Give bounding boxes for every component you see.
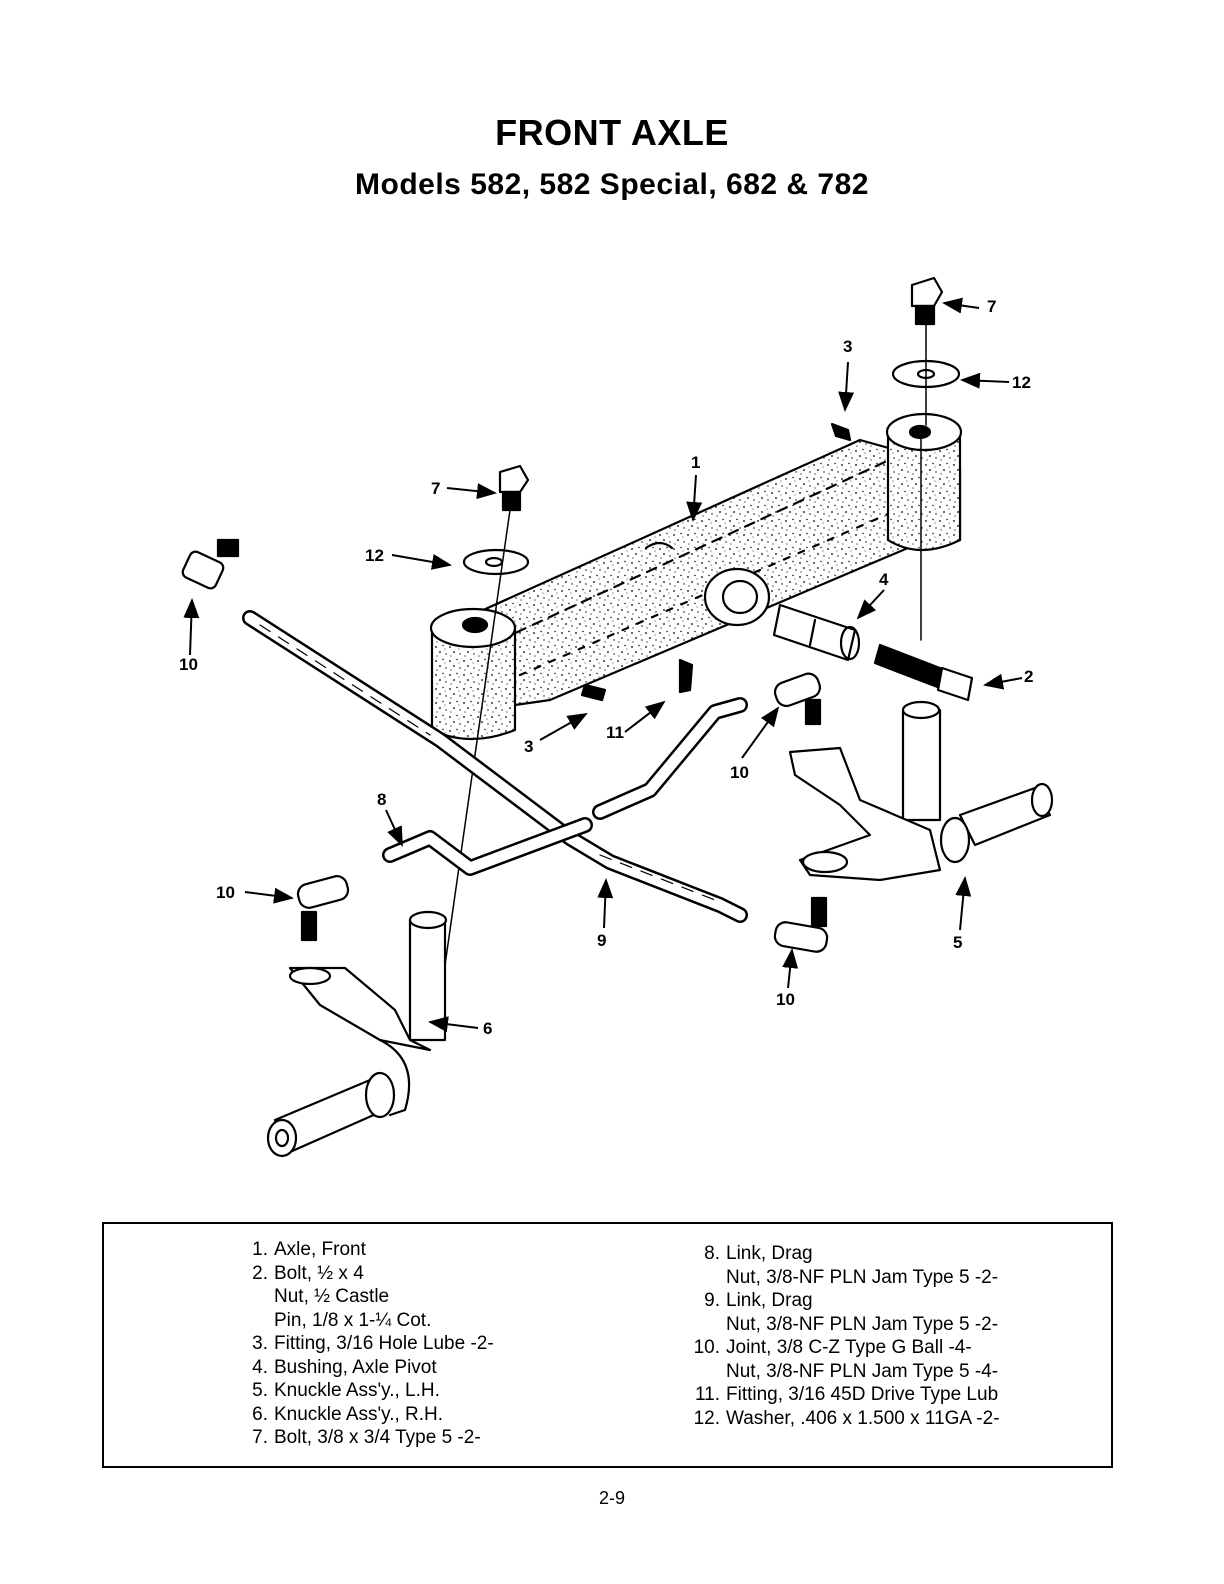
legend-item-subline: Nut, 3/8-NF PLN Jam Type 5 -4- bbox=[726, 1360, 999, 1382]
legend-item: 3. Fitting, 3/16 Hole Lube -2- bbox=[236, 1332, 494, 1356]
page-subtitle: Models 582, 582 Special, 682 & 782 bbox=[355, 168, 869, 201]
legend-item-text: Bushing, Axle Pivot bbox=[274, 1356, 437, 1378]
ball-joint-center bbox=[773, 672, 822, 726]
legend-item-subline: Nut, 3/8-NF PLN Jam Type 5 -2- bbox=[726, 1266, 999, 1288]
legend-item-text: Bolt, ½ x 4 bbox=[274, 1262, 364, 1284]
callout-10-lower-right: 10 bbox=[776, 990, 795, 1009]
callout-7-top: 7 bbox=[987, 297, 996, 316]
legend-item-subline: Nut, 3/8-NF PLN Jam Type 5 -2- bbox=[726, 1313, 999, 1335]
legend-item-number: 11. bbox=[694, 1384, 720, 1405]
legend-item-number: 2. bbox=[252, 1262, 268, 1284]
ball-joint-upper-left bbox=[181, 538, 240, 590]
knuckle-left-spindle bbox=[408, 918, 447, 1042]
legend-item-text: Link, Drag bbox=[726, 1243, 813, 1264]
axle-pivot-bolt bbox=[873, 643, 947, 690]
knuckle-right-axle bbox=[958, 786, 1052, 847]
right-axle-boss bbox=[886, 430, 962, 551]
callout-7-left: 7 bbox=[431, 479, 440, 498]
callout-1: 1 bbox=[691, 453, 700, 472]
legend-item-text: Link, Drag bbox=[726, 1290, 813, 1311]
callout-10-center: 10 bbox=[730, 763, 749, 782]
ball-joint-left bbox=[296, 875, 350, 942]
callout-10-upper-left: 10 bbox=[179, 655, 198, 674]
lube-fitting-center bbox=[678, 658, 694, 694]
legend-item: 11. Fitting, 3/16 45D Drive Type Lub bbox=[682, 1383, 1000, 1407]
legend-item-text: Bolt, 3/8 x 3/4 Type 5 -2- bbox=[274, 1427, 481, 1448]
legend-item-subline: Nut, ½ Castle bbox=[274, 1286, 390, 1307]
callout-3-top: 3 bbox=[843, 337, 852, 356]
legend-item-text: Washer, .406 x 1.500 x 11GA -2- bbox=[726, 1407, 1000, 1429]
bolt-top-right bbox=[910, 276, 944, 308]
lube-fitting-top bbox=[830, 422, 852, 442]
knuckle-right-spindle bbox=[901, 708, 942, 822]
callout-2: 2 bbox=[1024, 667, 1033, 686]
legend-item-text: Knuckle Ass'y., R.H. bbox=[274, 1403, 444, 1425]
legend-item-number: 10. bbox=[693, 1337, 720, 1358]
callout-12-top: 12 bbox=[1012, 373, 1031, 392]
legend-item: 4. Bushing, Axle Pivot bbox=[236, 1356, 494, 1380]
legend-item: 12. Washer, .406 x 1.500 x 11GA -2- bbox=[682, 1407, 1000, 1431]
legend-item: 8. Link, Drag bbox=[682, 1242, 1000, 1266]
callout-11: 11 bbox=[606, 723, 624, 742]
legend-item-number: 8. bbox=[704, 1243, 720, 1264]
legend-item-number: 5. bbox=[252, 1380, 268, 1401]
bolt-top-left bbox=[498, 464, 530, 494]
legend-item: 2. Bolt, ½ x 4 bbox=[236, 1262, 494, 1286]
legend-item-number: 9. bbox=[704, 1290, 720, 1311]
legend-item: 10. Joint, 3/8 C-Z Type G Ball -4- bbox=[682, 1336, 1000, 1360]
legend-item: 1. Axle, Front bbox=[236, 1238, 494, 1262]
legend-item-text: Axle, Front bbox=[274, 1239, 366, 1260]
page-number: 2-9 bbox=[598, 1488, 625, 1508]
legend-item-number: 6. bbox=[252, 1403, 268, 1425]
legend-item-number: 3. bbox=[252, 1333, 268, 1354]
lube-fitting-left bbox=[580, 683, 607, 702]
legend-item-text: Knuckle Ass'y., L.H. bbox=[274, 1380, 440, 1401]
legend-item: 7. Bolt, 3/8 x 3/4 Type 5 -2- bbox=[236, 1426, 494, 1450]
callout-6: 6 bbox=[483, 1019, 492, 1038]
legend-item: 9. Link, Drag bbox=[682, 1289, 1000, 1313]
legend-item-number: 4. bbox=[252, 1356, 268, 1378]
legend-item-number: 12. bbox=[693, 1407, 720, 1429]
callout-4: 4 bbox=[879, 570, 889, 589]
callout-5: 5 bbox=[953, 933, 962, 952]
page-title: FRONT AXLE bbox=[495, 112, 729, 153]
legend-item: 5. Knuckle Ass'y., L.H. bbox=[236, 1379, 494, 1403]
axle-pivot-bushing bbox=[772, 603, 857, 662]
legend-item-number: 1. bbox=[252, 1239, 268, 1260]
callout-10-left: 10 bbox=[216, 883, 235, 902]
callout-3-left: 3 bbox=[524, 737, 533, 756]
legend-item: 6. Knuckle Ass'y., R.H. bbox=[236, 1403, 494, 1427]
ball-joint-lower-right bbox=[773, 896, 829, 953]
callout-12-left: 12 bbox=[365, 546, 384, 565]
callout-9: 9 bbox=[597, 931, 606, 950]
legend-item-text: Fitting, 3/16 45D Drive Type Lub bbox=[726, 1384, 999, 1405]
legend-item-text: Fitting, 3/16 Hole Lube -2- bbox=[274, 1333, 494, 1354]
legend-item-text: Joint, 3/8 C-Z Type G Ball -4- bbox=[726, 1337, 972, 1358]
callout-8: 8 bbox=[377, 790, 386, 809]
legend-item-number: 7. bbox=[252, 1427, 268, 1448]
washer-top-left bbox=[462, 548, 530, 576]
legend-item-subline: Pin, 1/8 x 1-¼ Cot. bbox=[274, 1309, 432, 1331]
